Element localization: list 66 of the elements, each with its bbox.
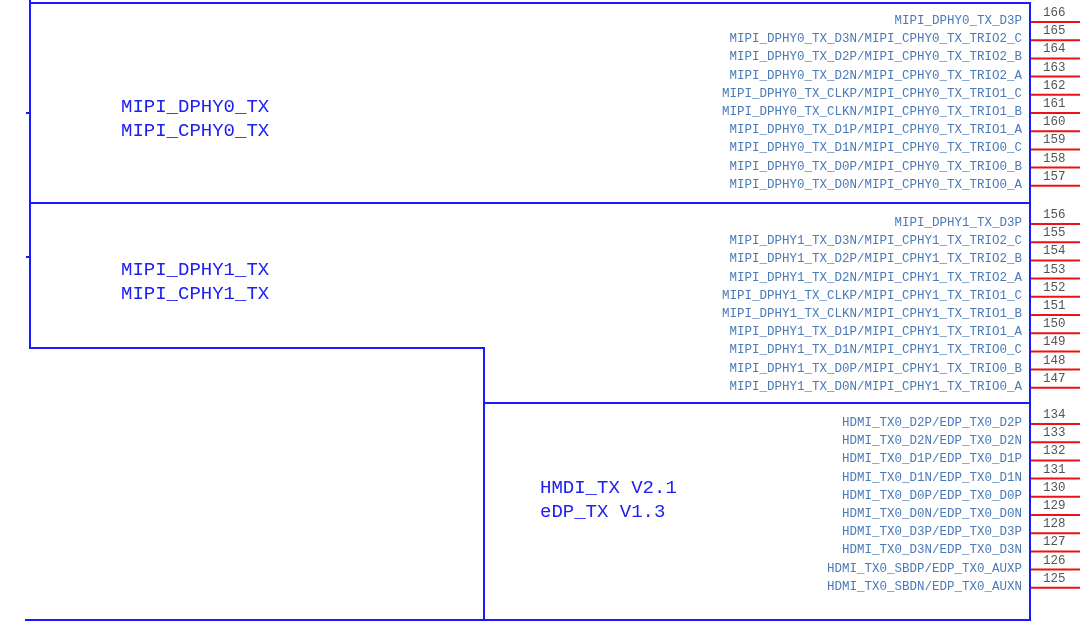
pin-name: MIPI_DPHY0_TX_D1N/MIPI_CPHY0_TX_TRIO0_C	[729, 140, 1022, 157]
pin-number: 161	[1043, 97, 1066, 111]
pin-name: HDMI_TX0_D2P/EDP_TX0_D2P	[841, 415, 1022, 431]
pin-name: MIPI_DPHY1_TX_CLKP/MIPI_CPHY1_TX_TRIO1_C	[721, 287, 1022, 304]
pin-name: HDMI_TX0_SBDP/EDP_TX0_AUXP	[826, 560, 1022, 577]
pin-name: MIPI_DPHY0_TX_D1P/MIPI_CPHY0_TX_TRIO1_A	[729, 122, 1022, 139]
pin-name: MIPI_DPHY1_TX_D2N/MIPI_CPHY1_TX_TRIO2_A	[729, 269, 1022, 286]
pin-number: 127	[1043, 535, 1066, 550]
pin-number: 163	[1043, 60, 1066, 75]
pin-number: 162	[1043, 78, 1066, 93]
block-title: MIPI_DPHY1_TX MIPI_CPHY1_TX	[121, 258, 271, 306]
pin-number: 132	[1043, 444, 1066, 459]
pin-number: 134	[1043, 408, 1066, 422]
pin-number: 149	[1043, 335, 1066, 350]
pin-number: 148	[1043, 353, 1066, 368]
pin-name: MIPI_DPHY0_TX_CLKP/MIPI_CPHY0_TX_TRIO1_C	[721, 85, 1022, 102]
pin-number: 152	[1043, 280, 1066, 295]
pin-number: 158	[1043, 151, 1066, 166]
pin-number: 154	[1043, 244, 1066, 259]
pin-name: MIPI_DPHY1_TX_D0N/MIPI_CPHY1_TX_TRIO0_A	[729, 378, 1022, 395]
pin-name: MIPI_DPHY0_TX_D3P	[894, 13, 1022, 29]
pin-number: 131	[1043, 462, 1066, 477]
pin-number: 156	[1043, 208, 1066, 222]
block-title: MIPI_DPHY0_TX MIPI_CPHY0_TX	[121, 95, 271, 143]
pin-name: HDMI_TX0_D3N/EDP_TX0_D3N	[841, 542, 1022, 559]
pin-name: MIPI_DPHY1_TX_D3P	[894, 215, 1022, 231]
pin-name: HDMI_TX0_D0P/EDP_TX0_D0P	[841, 487, 1022, 504]
pin-number: 164	[1043, 42, 1066, 57]
pin-number: 129	[1043, 499, 1066, 513]
pin-name: MIPI_DPHY1_TX_CLKN/MIPI_CPHY1_TX_TRIO1_B	[721, 306, 1022, 322]
pin-number: 153	[1043, 262, 1066, 277]
pin-group-block	[30, 3, 1030, 203]
pin-name: MIPI_DPHY1_TX_D0P/MIPI_CPHY1_TX_TRIO0_B	[729, 360, 1022, 377]
block-title: HMDI_TX V2.1 eDP_TX V1.3	[540, 476, 678, 524]
pin-number: 125	[1043, 571, 1066, 586]
pin-name: MIPI_DPHY0_TX_D3N/MIPI_CPHY0_TX_TRIO2_C	[729, 31, 1022, 48]
pin-number: 160	[1043, 115, 1066, 130]
pin-number: 130	[1043, 480, 1066, 495]
pin-name: MIPI_DPHY0_TX_D0N/MIPI_CPHY0_TX_TRIO0_A	[729, 176, 1022, 193]
pin-number: 157	[1043, 169, 1066, 184]
pin-name: HDMI_TX0_SBDN/EDP_TX0_AUXN	[826, 578, 1022, 595]
pin-number: 166	[1043, 6, 1066, 20]
pin-name: MIPI_DPHY0_TX_D2N/MIPI_CPHY0_TX_TRIO2_A	[729, 67, 1022, 84]
pin-number: 126	[1043, 553, 1066, 568]
pin-name: MIPI_DPHY0_TX_D0P/MIPI_CPHY0_TX_TRIO0_B	[729, 158, 1022, 175]
pin-number: 150	[1043, 317, 1066, 332]
pin-name: MIPI_DPHY0_TX_CLKN/MIPI_CPHY0_TX_TRIO1_B	[721, 104, 1022, 120]
pin-group-block	[30, 203, 1030, 403]
pin-name: HDMI_TX0_D1P/EDP_TX0_D1P	[841, 451, 1022, 468]
pin-name: MIPI_DPHY1_TX_D3N/MIPI_CPHY1_TX_TRIO2_C	[729, 233, 1022, 250]
pin-number: 133	[1043, 426, 1066, 441]
pin-name: MIPI_DPHY0_TX_D2P/MIPI_CPHY0_TX_TRIO2_B	[729, 49, 1022, 66]
pin-group-block	[484, 403, 1030, 620]
pin-name: HDMI_TX0_D3P/EDP_TX0_D3P	[841, 524, 1022, 541]
pin-name: HDMI_TX0_D1N/EDP_TX0_D1N	[841, 469, 1022, 486]
pin-name: HDMI_TX0_D0N/EDP_TX0_D0N	[841, 506, 1022, 522]
pin-number: 151	[1043, 299, 1066, 313]
pin-number: 155	[1043, 226, 1066, 241]
pin-name: MIPI_DPHY1_TX_D1N/MIPI_CPHY1_TX_TRIO0_C	[729, 342, 1022, 359]
pin-name: HDMI_TX0_D2N/EDP_TX0_D2N	[841, 433, 1022, 450]
pin-name: MIPI_DPHY1_TX_D1P/MIPI_CPHY1_TX_TRIO1_A	[729, 324, 1022, 341]
pin-number: 128	[1043, 517, 1066, 532]
pin-number: 159	[1043, 133, 1066, 148]
pin-number: 147	[1043, 371, 1066, 386]
pin-number: 165	[1043, 24, 1066, 39]
pin-name: MIPI_DPHY1_TX_D2P/MIPI_CPHY1_TX_TRIO2_B	[729, 251, 1022, 268]
